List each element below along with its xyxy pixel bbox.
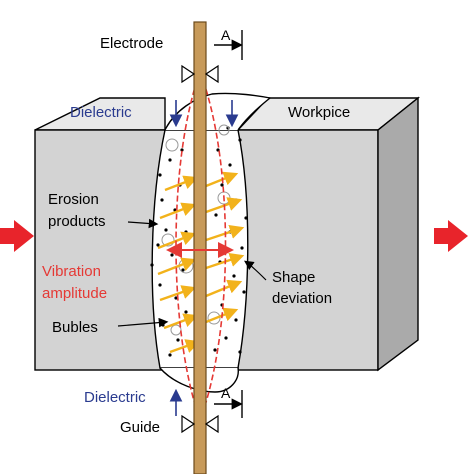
section-marker-bottom <box>214 390 243 418</box>
dielectric-top-label: Dielectric <box>70 104 132 121</box>
feed-arrow-left <box>0 220 34 252</box>
shape-deviation-leader <box>244 260 267 281</box>
bottom-guide <box>181 414 219 434</box>
bubbles-label: Bubles <box>52 319 98 336</box>
section-label-bottom: A <box>221 385 231 401</box>
vibration-label-line1: Vibration <box>42 263 101 280</box>
guide-label: Guide <box>120 419 160 436</box>
erosion-label-line2: products <box>48 213 106 230</box>
electrode-wire <box>193 21 207 474</box>
vibration-label-line2: amplitude <box>42 285 107 302</box>
right-block-side <box>377 96 419 372</box>
workpiece-left-half <box>34 97 166 371</box>
erosion-label-line1: Erosion <box>48 191 99 208</box>
left-block-front <box>34 129 166 371</box>
shape-label-line1: Shape <box>272 269 315 286</box>
dielectric-bottom-label: Dielectric <box>84 389 146 406</box>
dielectric-flow-arrows <box>157 171 245 354</box>
bubbles-leader <box>117 317 169 328</box>
workpiece-right-half <box>236 96 420 372</box>
top-guide <box>181 64 219 84</box>
section-label-top: A <box>221 27 231 43</box>
right-block-front <box>237 129 379 371</box>
erosion-leader <box>127 218 159 229</box>
electrode-label: Electrode <box>100 35 163 52</box>
workpiece-label: Workpice <box>288 104 350 121</box>
shape-label-line2: deviation <box>272 290 332 307</box>
section-marker-top <box>214 30 243 60</box>
feed-arrow-right <box>434 220 468 252</box>
